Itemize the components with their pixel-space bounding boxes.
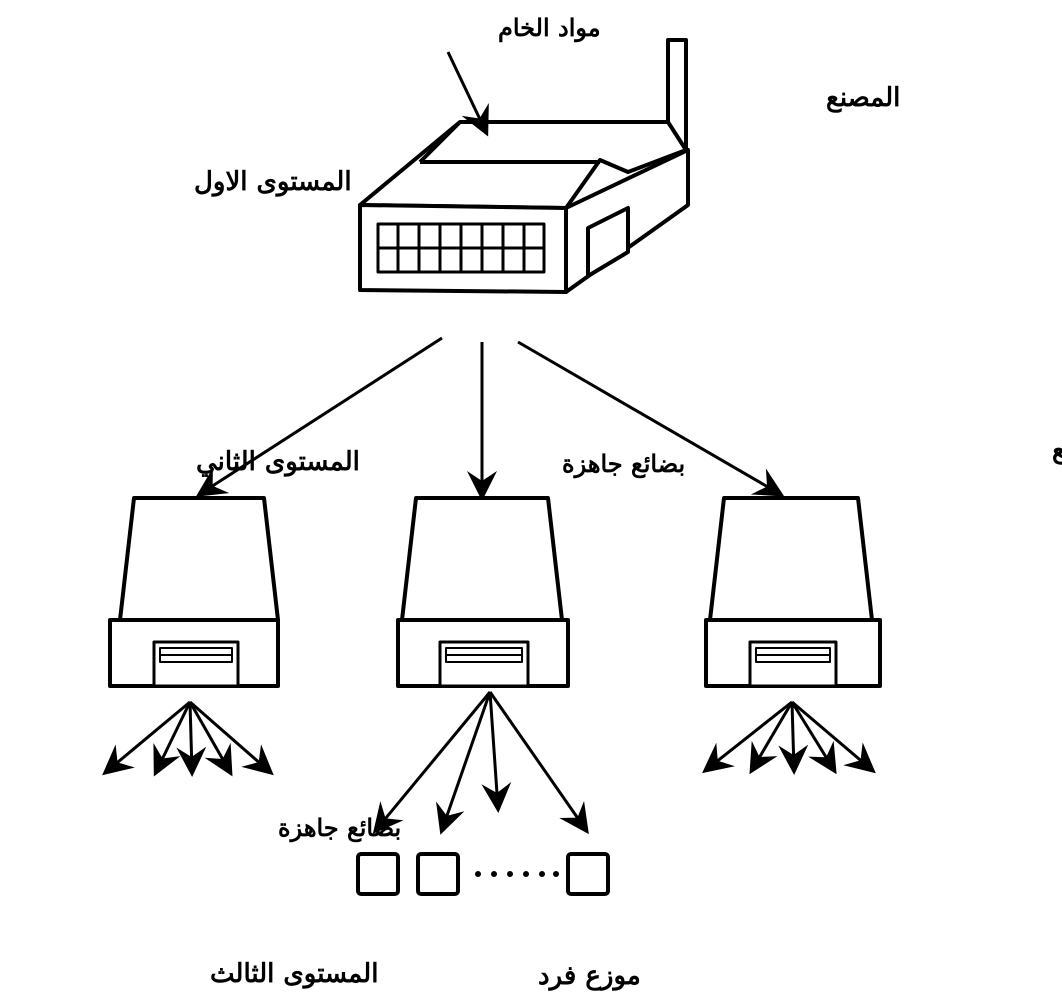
fanout-arrows-left bbox=[102, 700, 274, 777]
fanout-arrows-right bbox=[702, 700, 876, 775]
level-one-label: المستوى الاول bbox=[194, 167, 352, 197]
distributor-boxes bbox=[356, 852, 610, 896]
level-two-label: المستوى الثاني bbox=[196, 447, 360, 477]
warehouse-icon-left bbox=[108, 496, 280, 688]
raw-materials-label: مواد الخام bbox=[498, 13, 601, 43]
warehouse-icon-middle bbox=[396, 496, 570, 688]
distributor-box bbox=[566, 852, 610, 896]
factory-label: المصنع bbox=[826, 83, 900, 113]
finished-goods-label-top: بضائع جاهزة bbox=[562, 449, 685, 479]
factory-to-centers-arrows bbox=[195, 336, 785, 501]
raw-materials-arrow bbox=[446, 51, 489, 137]
distributor-box bbox=[356, 852, 400, 896]
distribution-center-label: مركز التوزيع bbox=[1052, 435, 1062, 465]
fanout-arrows-middle bbox=[372, 691, 589, 835]
finished-goods-label-bottom: بضائع جاهزة bbox=[278, 813, 401, 843]
warehouse-icon-right bbox=[704, 496, 882, 688]
individual-distributor-label: موزع فرد bbox=[538, 961, 641, 991]
arrow-to-right-center bbox=[517, 340, 785, 497]
distributor-box bbox=[416, 852, 460, 896]
ellipsis-dots bbox=[475, 871, 559, 877]
factory-icon bbox=[358, 38, 690, 294]
level-three-label: المستوى الثالث bbox=[210, 959, 378, 989]
arrow-to-left-center bbox=[195, 336, 443, 497]
